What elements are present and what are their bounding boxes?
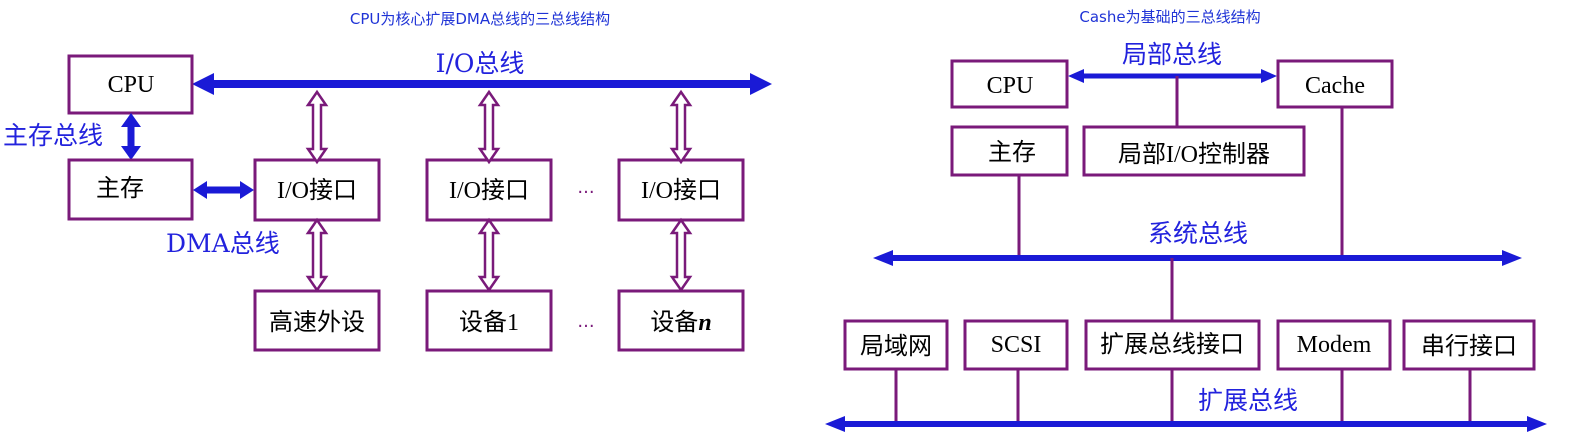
ext-modem-box	[1276, 319, 1392, 371]
extension-bus-label: 扩展总线	[1198, 386, 1298, 415]
right-memory-box	[950, 125, 1069, 177]
device-ellipsis: ···	[577, 316, 594, 337]
local-io-controller-box	[1082, 125, 1306, 177]
device-n-suffix: n	[698, 310, 711, 336]
dma-bus-label: DMA总线	[166, 229, 280, 258]
ext-lan-label: 局域网	[860, 333, 932, 360]
local-bus	[1068, 69, 1277, 83]
system-bus-label: 系统总线	[1148, 219, 1248, 248]
ext-bus-interface-box	[1084, 319, 1261, 371]
high-speed-device-box	[253, 289, 381, 352]
device-n-arrow	[670, 218, 692, 292]
cache-box	[1276, 59, 1394, 109]
left-cpu-box	[67, 54, 194, 115]
io-interface-n-label: I/O接口	[641, 177, 721, 204]
ext-lan-box	[843, 319, 949, 371]
system-bus	[873, 250, 1522, 266]
device-2-arrow	[478, 218, 500, 292]
left-memory-box	[67, 158, 194, 221]
io-interface-2-bus-arrow	[478, 90, 500, 164]
ext-scsi-box	[963, 319, 1069, 371]
ext-scsi-label: SCSI	[991, 332, 1042, 358]
right-diagram-title: Cashe为基础的三总线结构	[1079, 8, 1260, 26]
device-1-arrow	[306, 218, 328, 292]
extension-bus	[825, 416, 1547, 432]
io-bus-label: I/O总线	[436, 49, 525, 78]
device-1-label: 设备1	[459, 309, 519, 336]
left-memory-label: 主存	[96, 175, 144, 202]
right-memory-label: 主存	[988, 139, 1036, 166]
io-interface-1-bus-arrow	[306, 90, 328, 164]
device-n-box	[617, 289, 745, 352]
device-n-prefix: 设备	[650, 309, 698, 336]
left-cpu-label: CPU	[108, 72, 155, 98]
local-bus-label: 局部总线	[1122, 40, 1222, 69]
ext-serial-box	[1402, 319, 1536, 371]
ext-serial-label: 串行接口	[1421, 333, 1517, 360]
local-io-controller-label: 局部I/O控制器	[1118, 141, 1270, 168]
io-interface-ellipsis: ···	[577, 182, 594, 203]
device-1-box	[425, 289, 553, 352]
main-bus-label: 主存总线	[3, 121, 103, 150]
ext-bus-interface-label: 扩展总线接口	[1100, 331, 1244, 358]
main-memory-bus	[121, 113, 141, 160]
high-speed-device-label: 高速外设	[269, 309, 365, 336]
right-cpu-box	[950, 59, 1069, 109]
io-interface-2-label: I/O接口	[449, 177, 529, 204]
io-interface-1-label: I/O接口	[277, 177, 357, 204]
right-cpu-label: CPU	[987, 73, 1034, 99]
cache-label: Cache	[1305, 73, 1365, 99]
left-diagram-title: CPU为核心扩展DMA总线的三总线结构	[350, 10, 610, 28]
io-bus	[192, 73, 772, 95]
ext-modem-label: Modem	[1297, 332, 1372, 358]
io-interface-n-bus-arrow	[670, 90, 692, 164]
device-n-label: 设备n	[650, 309, 711, 336]
dma-bus	[193, 181, 254, 199]
